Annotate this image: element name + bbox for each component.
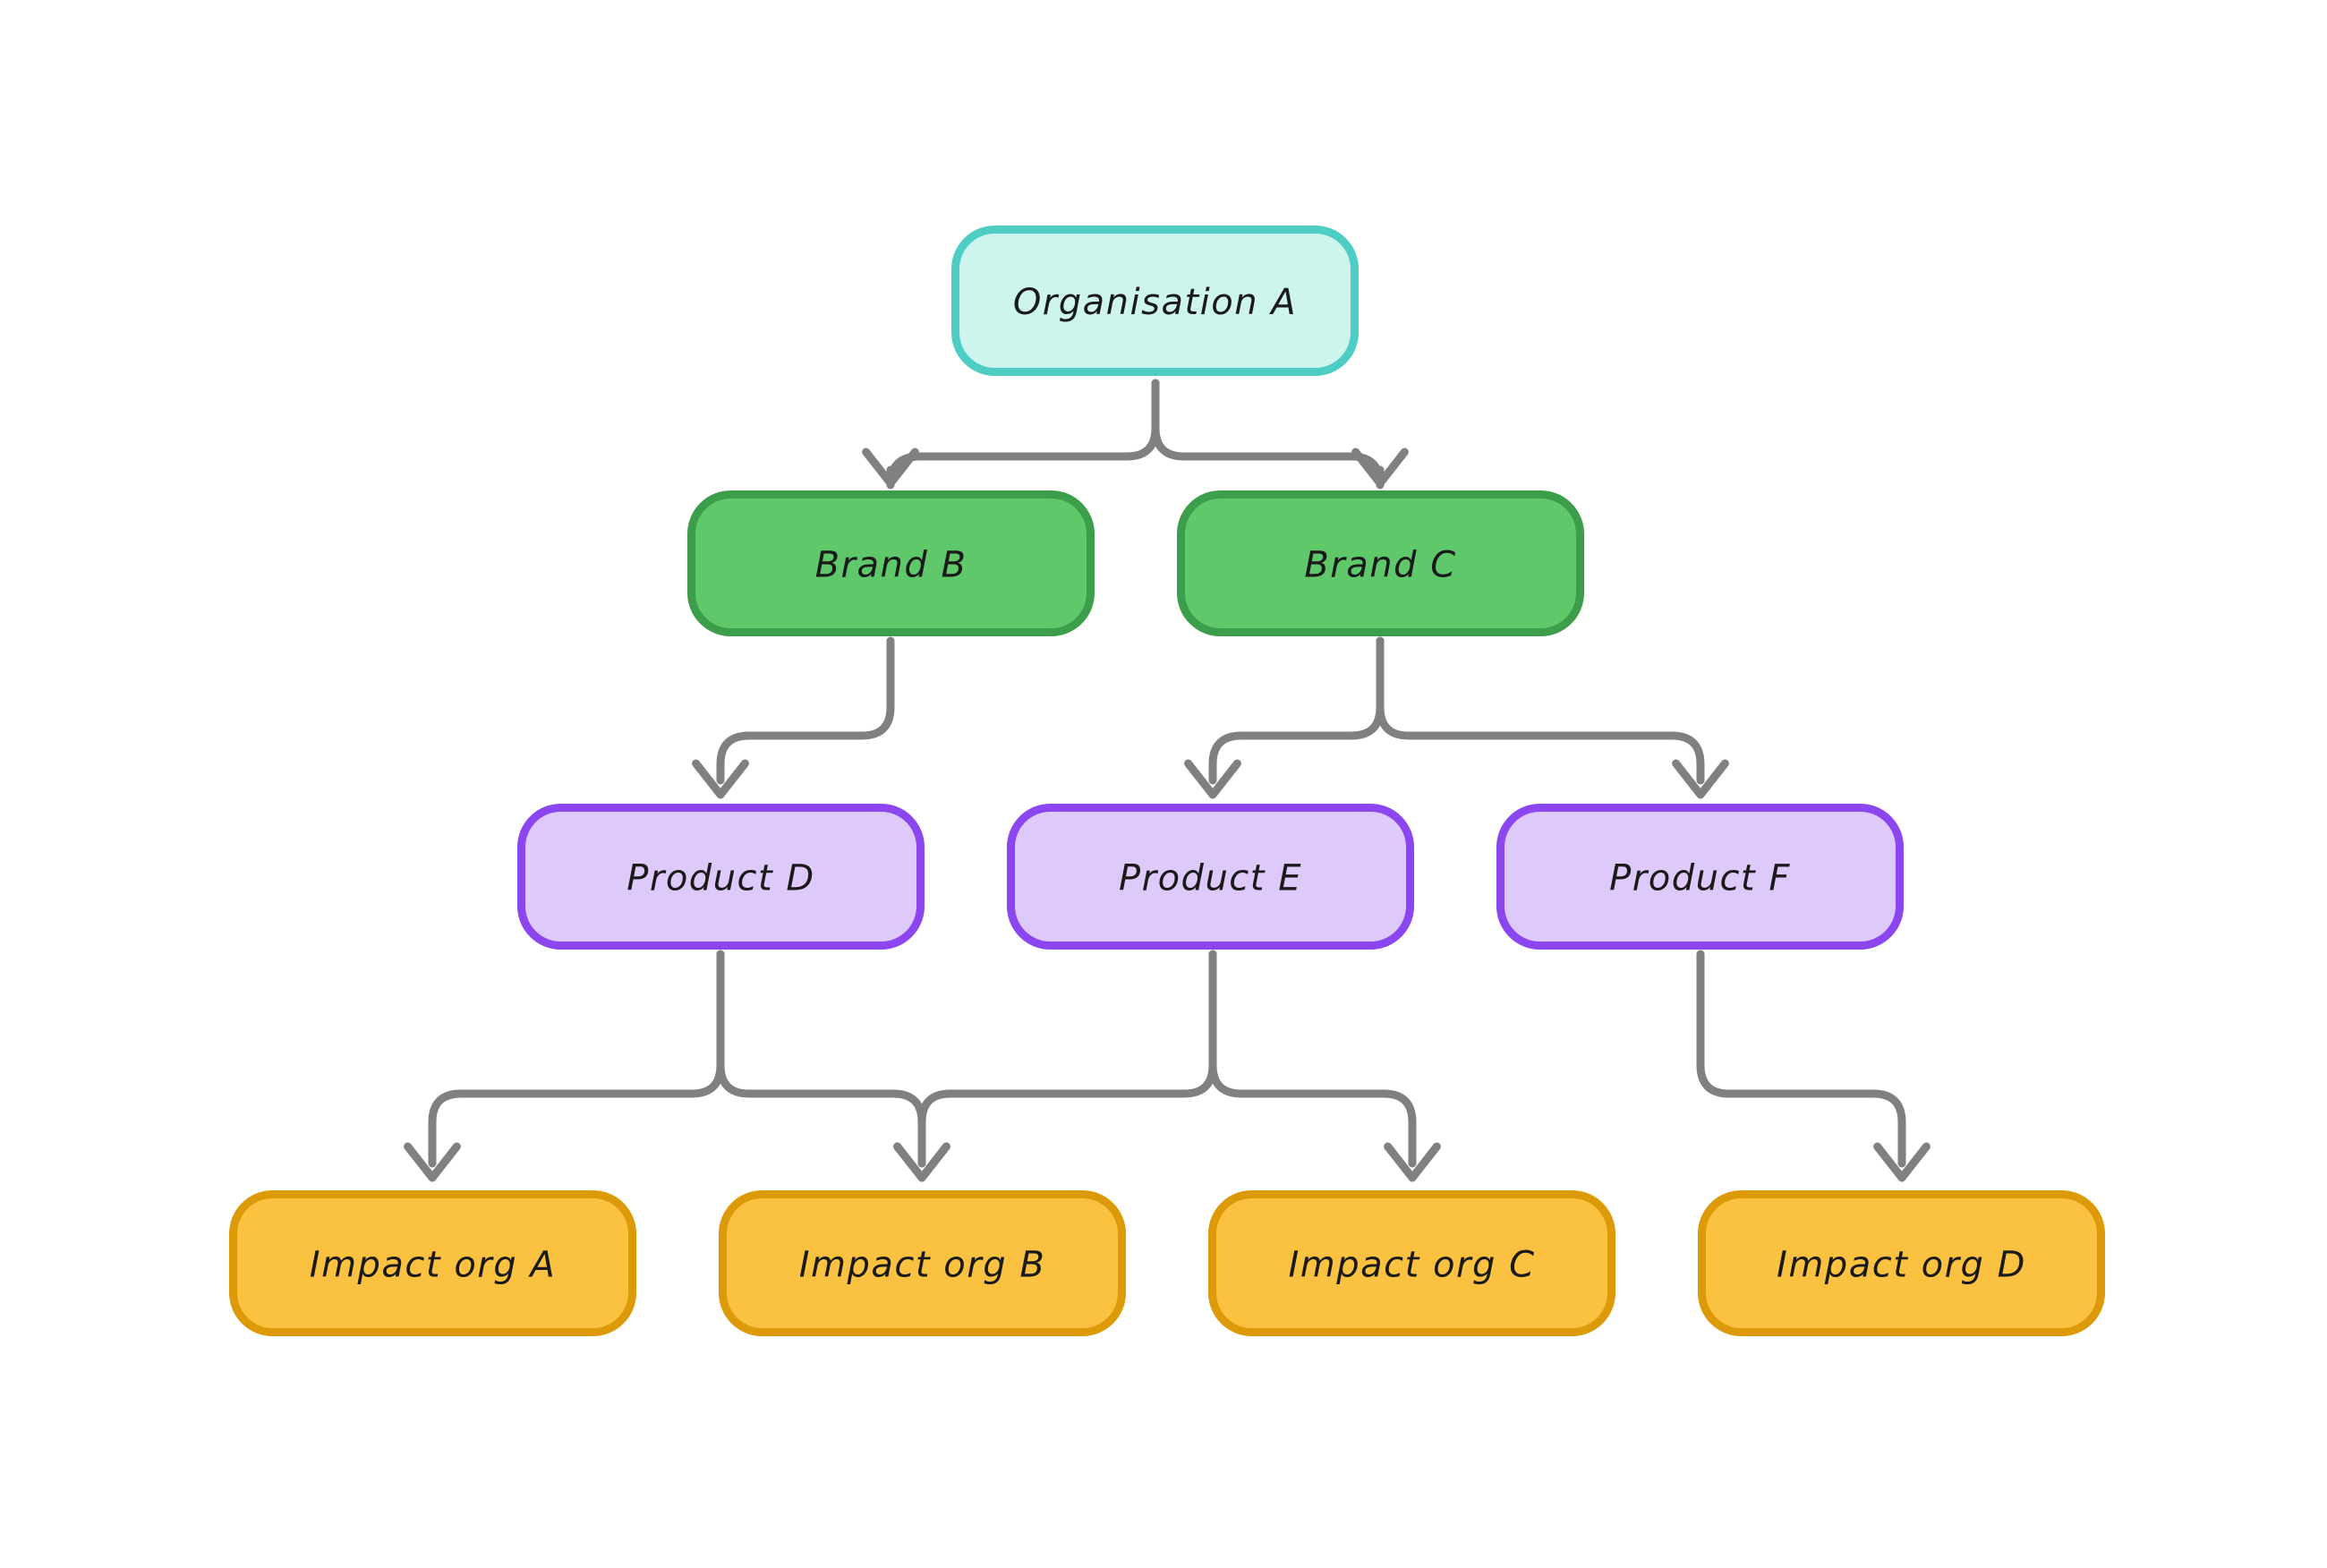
connector-line [1151, 379, 1385, 490]
node-brand-c[interactable]: Brand C [1177, 490, 1584, 636]
connector-line [1208, 950, 1417, 1168]
arrow-head-icon [862, 447, 919, 488]
node-label: Product F [1609, 858, 1791, 899]
node-label: Product E [1119, 858, 1302, 899]
arrow-head-icon [1184, 759, 1241, 799]
node-brand-b[interactable]: Brand B [687, 490, 1095, 636]
node-shape[interactable] [687, 490, 1095, 636]
connector-product-d-to-impact-b [716, 950, 950, 1182]
connector-line [716, 636, 895, 785]
node-impact-a[interactable]: Impact org A [229, 1190, 636, 1336]
node-shape[interactable] [1208, 1190, 1615, 1336]
connector-line [428, 950, 725, 1168]
connector-product-e-to-impact-b [893, 950, 1217, 1182]
node-product-f[interactable]: Product F [1496, 804, 1904, 950]
connector-brand-c-to-product-f [1376, 636, 1729, 799]
node-label: Product D [626, 858, 814, 899]
node-label: Impact org D [1777, 1245, 2026, 1286]
nodes-layer: Organisation A Brand B Brand C Product D Pro… [229, 226, 2105, 1336]
node-product-d[interactable]: Product D [517, 804, 925, 950]
edges-layer [404, 379, 1931, 1182]
node-impact-c[interactable]: Impact org C [1208, 1190, 1615, 1336]
connector-line [1376, 636, 1705, 785]
node-label: Brand C [1304, 545, 1456, 586]
node-org-a[interactable]: Organisation A [951, 226, 1359, 376]
connector-product-d-to-impact-a [404, 950, 725, 1182]
node-shape[interactable] [1496, 804, 1904, 950]
node-shape[interactable] [229, 1190, 636, 1336]
connector-brand-c-to-product-e [1184, 636, 1385, 799]
node-product-e[interactable]: Product E [1007, 804, 1414, 950]
node-shape[interactable] [517, 804, 925, 950]
node-label: Organisation A [1013, 282, 1297, 323]
arrow-head-icon [1672, 759, 1729, 799]
connector-product-e-to-impact-c [1208, 950, 1441, 1182]
connector-brand-b-to-product-d [692, 636, 895, 799]
connector-line [1696, 950, 1906, 1168]
connector-org-a-to-brand-c [1151, 379, 1409, 490]
connector-line [886, 379, 1160, 490]
node-label: Brand B [815, 545, 967, 586]
node-shape[interactable] [951, 226, 1359, 376]
arrow-head-icon [692, 759, 749, 799]
arrow-head-icon [1873, 1142, 1931, 1182]
connector-product-f-to-impact-d [1696, 950, 1931, 1182]
node-shape[interactable] [1698, 1190, 2105, 1336]
node-label: Impact org B [799, 1245, 1046, 1286]
node-label: Impact org C [1288, 1245, 1535, 1286]
node-shape[interactable] [1007, 804, 1414, 950]
node-shape[interactable] [719, 1190, 1126, 1336]
node-impact-d[interactable]: Impact org D [1698, 1190, 2105, 1336]
arrow-head-icon [1384, 1142, 1441, 1182]
arrow-head-icon [404, 1142, 461, 1182]
connector-org-a-to-brand-b [862, 379, 1160, 490]
arrow-head-icon [893, 1142, 950, 1182]
node-shape[interactable] [1177, 490, 1584, 636]
connector-line [917, 950, 1217, 1168]
node-impact-b[interactable]: Impact org B [719, 1190, 1126, 1336]
connector-line [716, 950, 926, 1168]
node-label: Impact org A [310, 1245, 556, 1286]
arrow-head-icon [1351, 447, 1409, 488]
